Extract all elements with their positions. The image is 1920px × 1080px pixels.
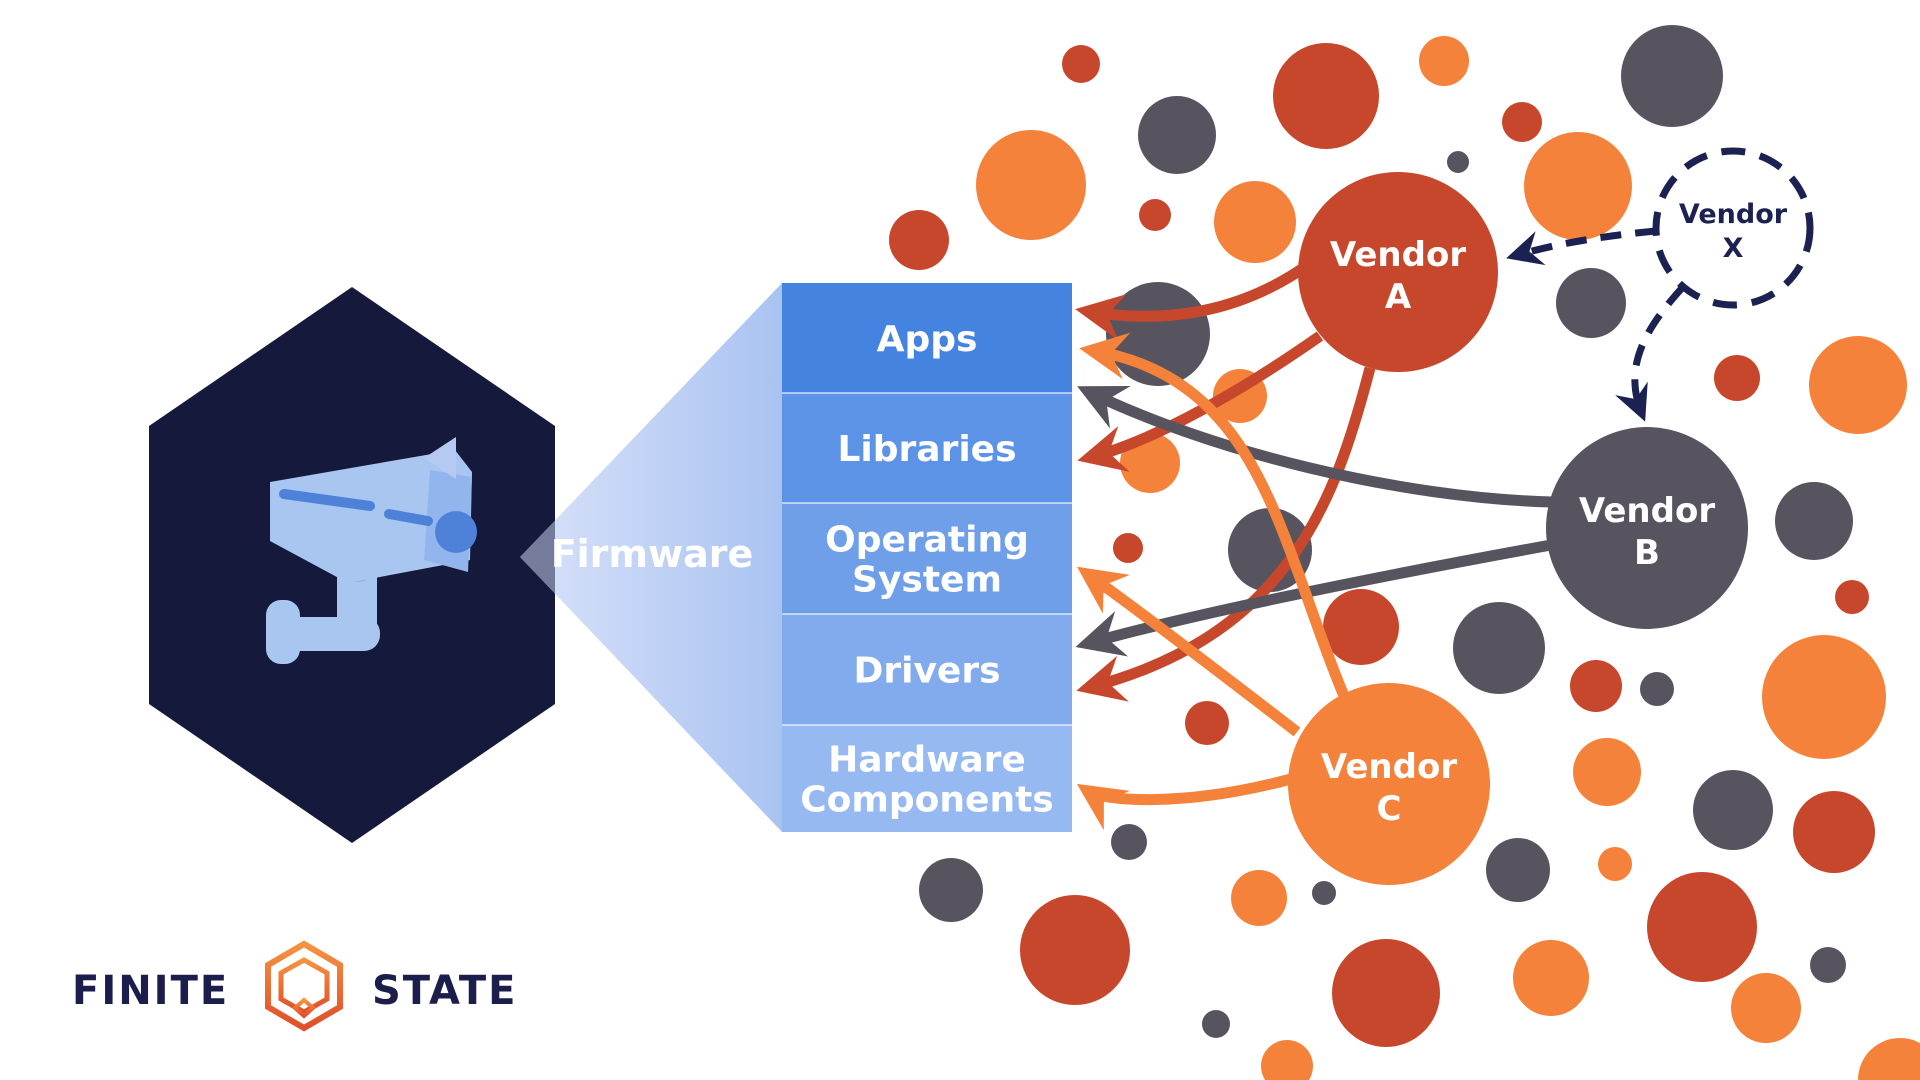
arrow-vendor-x-to-vendor-b [1615,285,1685,422]
arrow-vendor-b-to-apps [1077,386,1553,508]
decorative-circle [1419,36,1469,86]
decorative-circle [1570,660,1622,712]
vendor-component-circle-field [889,25,1920,1080]
arrow-vendor-c-to-operating-system [1077,566,1301,737]
firmware-label: Firmware [551,532,754,576]
arrow-vendor-a-to-libraries [1077,331,1324,472]
decorative-circle [1228,508,1312,592]
decorative-circle [1202,1010,1230,1038]
vendor-node-c [1288,683,1490,885]
decorative-circle [1809,336,1907,434]
stack-layer-apps [782,283,1072,393]
vendor-node-a [1298,172,1498,372]
vendor-x-label-line2: X [1723,233,1744,264]
vendor-label: Vendor [1330,235,1466,275]
decorative-circle [1762,635,1886,759]
decorative-circle [1810,947,1846,983]
decorative-circle [1062,45,1100,83]
stack-layer-label: Libraries [837,429,1016,470]
decorative-circle [1621,25,1723,127]
stack-layer-label: Operating [825,520,1029,561]
decorative-circle [1693,770,1773,850]
decorative-circle [1113,533,1143,563]
vendor-x-dashed-circle [1652,147,1814,309]
decorative-circle [1513,940,1589,1016]
decorative-circle [1486,838,1550,902]
decorative-circle [1524,132,1632,240]
decorative-circle [1261,1040,1313,1080]
decorative-circle [1858,1038,1920,1080]
logo-word-finite: FINITE [72,968,229,1014]
decorative-circle [1647,872,1757,982]
decorative-circle [1111,824,1147,860]
decorative-circle [1447,151,1469,173]
connection-arrows [1075,227,1685,831]
decorative-circle [1020,895,1130,1005]
vendor-label: A [1385,277,1412,317]
vendor-x-label-line1: Vendor [1679,199,1788,230]
decorative-circle [1793,791,1875,873]
vendor-node-b [1546,427,1748,629]
decorative-circle [1273,43,1379,149]
decorative-circle [1835,580,1869,614]
decorative-circle [1214,181,1296,263]
decorative-circle [1185,701,1229,745]
vendor-label: B [1634,533,1660,573]
arrow-vendor-c-to-hardware-components [1076,773,1293,831]
vendor-label: Vendor [1321,747,1457,787]
decorative-circle [976,130,1086,240]
stack-layer-label: System [852,560,1002,601]
decorative-circle [1332,939,1440,1047]
decorative-circle [1640,672,1674,706]
decorative-circle [1323,589,1399,665]
arrow-vendor-x-to-vendor-a [1506,227,1657,266]
decorative-circle [1775,482,1853,560]
firmware-funnel: Firmware [424,283,782,832]
arrow-vendor-a-to-apps [1075,257,1316,341]
stack-layer-label: Hardware [828,740,1026,781]
logo-word-state: STATE [372,968,517,1014]
logo-hexagon-mark [265,940,343,1032]
firmware-stack: AppsLibrariesOperatingSystemDriversHardw… [782,283,1072,832]
stack-layer-label: Drivers [853,651,1000,692]
decorative-circle [1139,199,1171,231]
stack-layer-libraries [782,393,1072,503]
stack-layer-drivers [782,614,1072,725]
vendor-label: C [1377,789,1402,829]
decorative-circle [1731,973,1801,1043]
device-hexagon [149,287,555,843]
stack-layer-label: Apps [877,319,978,360]
funnel-hexagon-overlap [520,520,555,594]
decorative-circle [1502,102,1542,142]
stack-layer-label: Components [800,780,1053,821]
decorative-circle [1598,847,1632,881]
funnel-shape [520,283,782,832]
decorative-circle [889,210,949,270]
lens-beam-tip [424,437,456,479]
arrow-vendor-c-to-apps [1079,332,1350,699]
decorative-circle [919,858,983,922]
decorative-circle [1231,870,1287,926]
decorative-circle [1138,96,1216,174]
vendor-node-x: Vendor X [1652,147,1814,309]
stack-layer-hardware-components [782,725,1072,832]
decorative-circle [1312,881,1336,905]
vendor-label: Vendor [1579,491,1715,531]
brand-logo: FINITE STATE [72,940,517,1032]
decorative-circle [1573,738,1641,806]
security-camera-icon [266,450,477,664]
stack-layer-operating-system [782,503,1072,614]
decorative-circle [1556,268,1626,338]
decorative-circle [1714,355,1760,401]
decorative-circle [1453,602,1545,694]
